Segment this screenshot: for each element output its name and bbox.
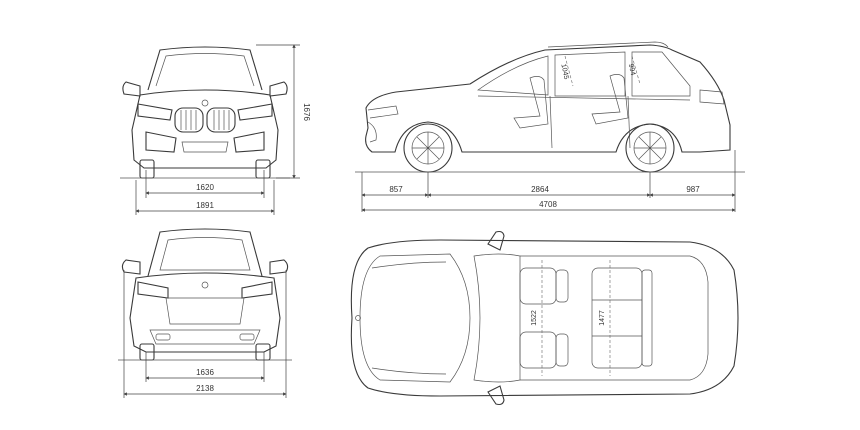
front-view (120, 46, 290, 179)
exhaust-right-icon (239, 333, 255, 341)
front-wheel-icon (403, 123, 453, 173)
rear-overhang-label: 987 (686, 185, 700, 194)
right-mirror-icon (269, 81, 288, 97)
width-mirrors-label: 2138 (196, 384, 214, 393)
front-seat-icon (513, 76, 549, 129)
top-mirror-left-icon (487, 230, 505, 251)
rear-bench-icon (591, 267, 653, 369)
side-view: 1045 994 (355, 41, 745, 173)
top-view: 1522 1477 (350, 230, 739, 406)
side-dimensions: 857 2864 987 4708 (361, 150, 736, 212)
rear-logo-icon (201, 281, 209, 289)
left-mirror-icon (122, 81, 141, 97)
width-front-label: 1891 (196, 201, 214, 210)
headroom-rear-label: 994 (627, 63, 636, 76)
front-overhang-label: 857 (389, 185, 403, 194)
kidney-grille-icon (174, 107, 236, 133)
exhaust-left-icon (155, 333, 171, 341)
front-seats-icon (519, 267, 569, 369)
rear-seat-icon (591, 74, 629, 125)
shoulder-rear-label: 1477 (599, 310, 606, 326)
rear-track-label: 1636 (196, 368, 214, 377)
shoulder-front-label: 1522 (531, 310, 538, 326)
length-label: 4708 (539, 200, 557, 209)
wheelbase-label: 2864 (531, 185, 549, 194)
top-mirror-right-icon (487, 385, 505, 406)
top-logo-icon (355, 315, 361, 321)
height-label: 1676 (302, 103, 311, 121)
logo-icon (201, 99, 209, 107)
rear-wheel-icon (625, 123, 675, 173)
rear-view (118, 228, 292, 361)
headroom-front-label: 1045 (559, 63, 569, 80)
front-dimensions: 1620 1891 1676 (135, 44, 311, 215)
front-track-label: 1620 (196, 183, 214, 192)
rear-dimensions: 1636 2138 (123, 270, 287, 398)
